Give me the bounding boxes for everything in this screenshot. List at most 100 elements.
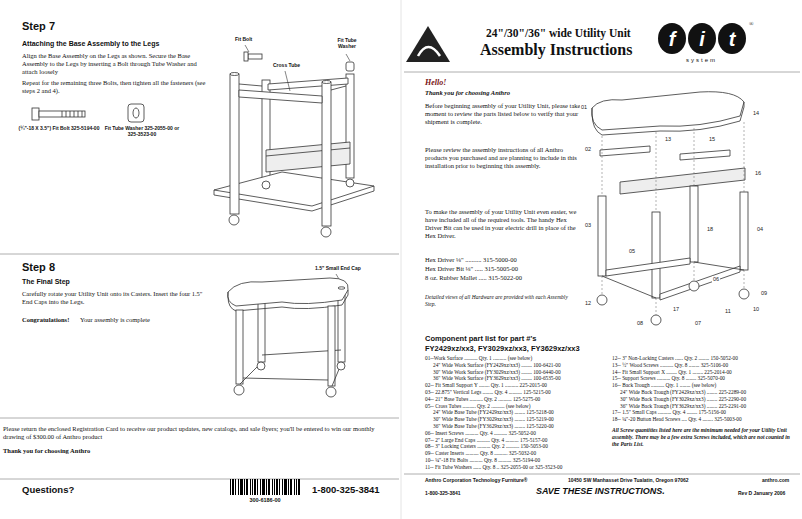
frame-illustration: [244, 52, 248, 61]
parts-list-row: 03-- 22.875" Vertical Legs ........ Qty.…: [425, 389, 551, 396]
callout-number: 18: [706, 226, 714, 233]
parts-list-row: 15-- Support Screws .......... Qty. 8 ..…: [612, 375, 725, 382]
trademark: ®: [749, 21, 754, 29]
parts-list-row: 30" Wide Work Surface (FY3029xz/xx3) ...…: [433, 369, 561, 376]
instruction-text: Repeat for the remaining three Bolts, th…: [22, 79, 210, 95]
parts-list-row: 02-- Fit Small Support Y ........ Qty. 1…: [425, 382, 547, 389]
logo-letter-oval: t: [718, 23, 746, 54]
desk-illustration: [228, 278, 349, 397]
assembly-guide-line: [602, 262, 744, 315]
callout-number: 07: [694, 320, 702, 327]
callout-number: 04: [756, 226, 764, 233]
table-heading: FY2429xz/xx3, FY3029xz/xx3, FY3629xz/xx3: [425, 344, 580, 353]
callout-number: 12: [584, 300, 592, 307]
desk-illustration: [326, 387, 336, 397]
callout-number: 15: [708, 136, 716, 143]
frame-illustration: [230, 73, 239, 76]
exploded-illustration: [600, 146, 650, 156]
parts-list-row: 18-- ¼"-20 Button Head Screws .... Qty. …: [612, 416, 742, 423]
frame-illustration: [230, 74, 239, 214]
barcode: [230, 487, 300, 488]
instruction-text: Your assembly is complete: [80, 316, 150, 324]
exploded-illustration: [690, 186, 698, 262]
footer-text: 1-800-325-3841: [425, 490, 461, 496]
step-heading: Step 8: [22, 261, 55, 275]
bolt-icon: [32, 108, 39, 120]
page-rule: [0, 254, 399, 255]
callout-number: 08: [636, 320, 644, 327]
desk-illustration: [234, 385, 244, 395]
logo-letter: t: [729, 29, 736, 49]
footer-text: Anthro Corporation Technology Furniture®: [425, 477, 527, 483]
exploded-illustration: [602, 262, 744, 298]
parts-list-row: 30" Wide Base Tube (FY3029xz/xx3) ......…: [433, 416, 554, 423]
exploded-illustration: [598, 196, 606, 276]
desk-illustration: [337, 362, 345, 370]
parts-list-row: 13-- ½" Wood Screws .......... Qty. 8 ..…: [612, 362, 728, 369]
page-rule: [404, 474, 800, 475]
exploded-illustration: [651, 315, 661, 325]
frame-illustration: [268, 78, 348, 90]
footer-text: Rev D January 2006: [738, 490, 785, 496]
hardware-caption: Fit Tube Washer 325-2055-00 or 325-3523-…: [100, 125, 184, 138]
phone-number: 1-800-325-3841: [312, 484, 380, 496]
parts-list-row: 17-- 1.5" Small Caps .......... Qty. 4 .…: [612, 409, 726, 416]
parts-list-row: 36" Wide Work Surface (FY3629xz/xx3) ...…: [433, 375, 561, 382]
exploded-illustration: [660, 266, 740, 300]
callout-number: 17: [672, 306, 680, 313]
assembly-guide-line: [602, 122, 744, 212]
frame-illustration: [346, 62, 354, 71]
tool-item: 8 oz. Rubber Mallet ..... 315-5022-00: [425, 274, 522, 282]
logo-letter: i: [699, 29, 705, 49]
parts-list-row: 36" Wide Back Trough (FY3629xz/xx3) ....…: [620, 403, 746, 410]
desk-illustration: [240, 362, 342, 386]
barcode-number: 300-6186-00: [228, 497, 302, 504]
bolt-icon: [32, 108, 85, 120]
instruction-text: Congratulations!: [22, 316, 69, 324]
callout-number: 03: [584, 222, 592, 229]
callout-number: 01: [580, 104, 588, 111]
notice-text: Please return the enclosed Registration …: [3, 425, 397, 441]
callout-number: 05: [628, 248, 636, 255]
callout-number: 16: [754, 170, 762, 177]
part-label: 1.5" Small End Cap: [314, 265, 362, 271]
parts-list-row: 11-- Fit Tube Washers ...... Qty. 8 .. 3…: [425, 464, 562, 471]
parts-list-row: 12-- 3" Non-Locking Casters ...... Qty. …: [612, 355, 738, 362]
logo-letter-oval: i: [688, 23, 716, 54]
parts-list-row: 24" Wide Base Tube (FY2429xz/xx3) ......…: [433, 409, 554, 416]
anthro-logo: [406, 26, 450, 62]
exploded-illustration: [689, 281, 699, 291]
step-heading: Step 7: [22, 20, 55, 34]
footer-heading: Questions?: [22, 484, 74, 496]
frame-illustration: [266, 148, 350, 156]
callout-number: 10: [752, 306, 760, 313]
tool-item: Hex Driver ⅛" .......... 315-5000-00: [425, 256, 517, 264]
parts-list-row: 14-- Fit Small Support X ........ Qty. 1…: [612, 369, 732, 376]
exploded-illustration: [606, 258, 690, 276]
greeting: Hello!: [425, 78, 446, 88]
frame-illustration: [239, 90, 322, 103]
exploded-illustration: [597, 295, 607, 305]
frame-illustration: [214, 52, 374, 237]
exploded-illustration: [592, 102, 744, 135]
exploded-illustration: [680, 150, 730, 160]
washer-icon: [128, 104, 144, 122]
logo-letter: f: [669, 29, 676, 49]
intro-text: Before beginning assembly of your Utilit…: [425, 102, 585, 126]
step-subheading: Attaching the Base Assembly to the Legs: [22, 40, 159, 49]
parts-list-row: 01--Work Surface .......... Qty. 1 .....…: [425, 355, 532, 362]
desk-illustration: [328, 306, 335, 386]
parts-list-row: 36" Wide Base Tube (FY3629xz/xx3) ......…: [433, 423, 554, 430]
parts-list-row: 24" Wide Work Surface (FY2429xz/xx3) ...…: [433, 362, 561, 369]
intro-text: Please review the assembly instructions …: [425, 146, 585, 170]
frame-illustration: [322, 82, 331, 226]
parts-list-row: 08-- 3" Locking Casters .......... Qty. …: [425, 443, 548, 450]
parts-list-row: 04-- 21" Base Tubes .......... Qty. 2 ..…: [425, 396, 540, 403]
logo-letter-oval: f: [658, 23, 686, 54]
parts-list-row: 16-- Back Trough .......... Qty. 1 .....…: [612, 382, 716, 389]
washer-icon: [128, 104, 144, 122]
desk-illustration: [338, 287, 345, 289]
footer-text: 10450 SW Manhasset Drive Tualatin, Orego…: [568, 477, 689, 483]
